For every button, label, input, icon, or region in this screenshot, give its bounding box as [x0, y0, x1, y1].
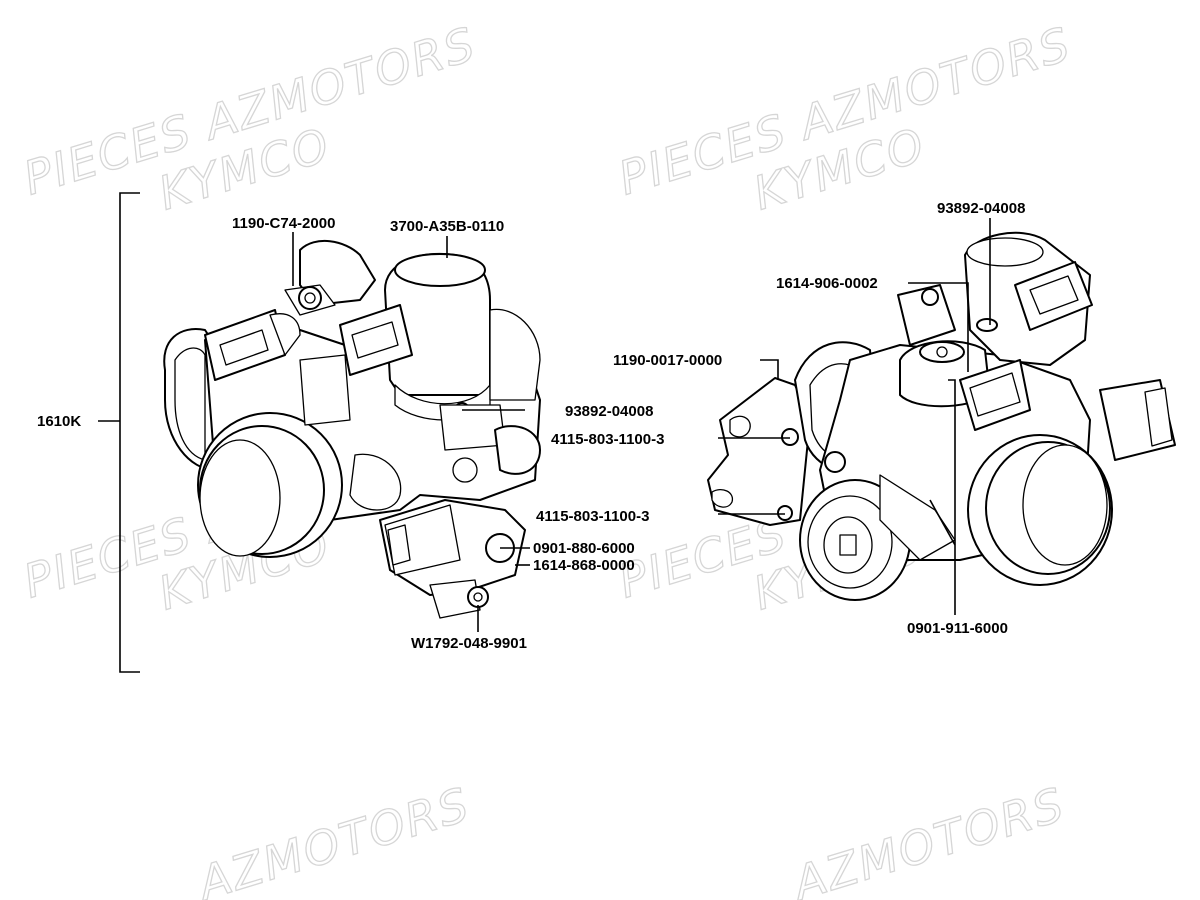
part-label-4115-803-1100-3[interactable]: 4115-803-1100-3 [536, 508, 649, 525]
part-label-3700-A35B-0110[interactable]: 3700-A35B-0110 [390, 218, 504, 235]
part-label-1190-C74-2000[interactable]: 1190-C74-2000 [232, 215, 335, 232]
part-label-0901-911-6000[interactable]: 0901-911-6000 [907, 620, 1008, 637]
watermark-text: AZMOTORS [785, 777, 1072, 900]
part-label-0901-880-6000[interactable]: 0901-880-6000 [533, 540, 635, 557]
part-label-W1792-048-9901[interactable]: W1792-048-9901 [411, 635, 527, 652]
watermark-text: AZMOTORS [190, 777, 477, 900]
part-label-93892-04008[interactable]: 93892-04008 [565, 403, 653, 420]
part-label-1190-0017-0000[interactable]: 1190-0017-0000 [613, 352, 722, 369]
part-label-1614-868-0000[interactable]: 1614-868-0000 [533, 557, 635, 574]
right-leader-lines [718, 218, 991, 615]
left-throttle-body [163, 239, 541, 619]
assembly-label[interactable]: 1610K [37, 413, 81, 430]
right-throttle-body [707, 231, 1176, 601]
part-label-4115-803-1100-3[interactable]: 4115-803-1100-3 [551, 431, 664, 448]
part-label-93892-04008-right[interactable]: 93892-04008 [937, 200, 1025, 217]
part-label-1614-906-0002[interactable]: 1614-906-0002 [776, 275, 878, 292]
assembly-bracket [98, 192, 140, 673]
left-leader-lines [292, 232, 530, 632]
